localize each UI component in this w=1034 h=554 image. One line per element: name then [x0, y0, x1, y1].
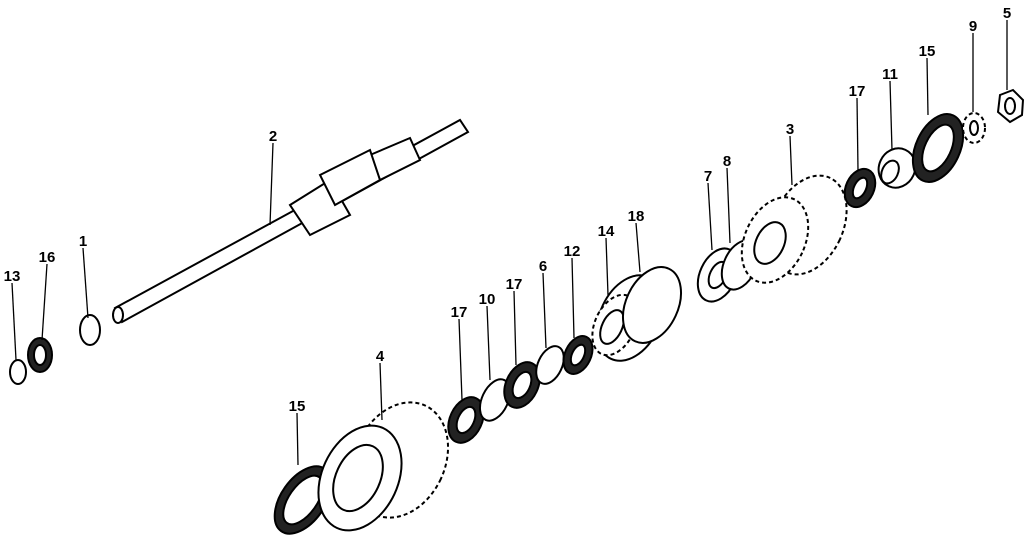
callout-5: 5	[1003, 5, 1011, 22]
part-5-nut	[996, 88, 1025, 124]
part-15-bearing	[911, 113, 965, 183]
callout-1: 1	[79, 233, 87, 250]
callout-8: 8	[723, 153, 731, 170]
part-13-snap-ring	[9, 359, 27, 385]
callout-11: 11	[882, 66, 898, 83]
callout-12: 12	[564, 243, 581, 260]
callout-17: 17	[849, 83, 866, 100]
callout-9: 9	[969, 18, 977, 35]
callout-10: 10	[479, 291, 496, 308]
callout-17: 17	[451, 304, 468, 321]
callout-17: 17	[506, 276, 523, 293]
callout-3: 3	[786, 121, 794, 138]
part-16-needle-bearing	[27, 337, 53, 373]
part-1-ring	[79, 314, 101, 346]
part-17-needle-bearing	[843, 167, 877, 209]
part-12-washer	[562, 335, 594, 375]
part-9-lock-washer	[962, 112, 986, 144]
callout-18: 18	[628, 208, 645, 225]
callout-15: 15	[289, 398, 306, 415]
part-4-gear	[317, 401, 450, 532]
leader-lines	[11, 20, 1008, 466]
callout-14: 14	[598, 223, 615, 240]
part-3-gear	[740, 174, 848, 284]
part-17-needle-bearing	[503, 361, 541, 409]
callout-15: 15	[919, 43, 936, 60]
callout-13: 13	[4, 268, 21, 285]
part-17-needle-bearing	[447, 396, 485, 444]
part-10-collar	[478, 378, 512, 422]
part-11-collar	[877, 147, 917, 189]
part-6-washer	[535, 345, 565, 385]
callout-4: 4	[376, 348, 385, 365]
part-18-snap-ring	[621, 266, 683, 344]
callout-2: 2	[269, 128, 277, 145]
part-2-mainshaft	[112, 118, 470, 324]
callout-16: 16	[39, 249, 56, 266]
callout-7: 7	[704, 168, 712, 185]
callout-6: 6	[539, 258, 547, 275]
